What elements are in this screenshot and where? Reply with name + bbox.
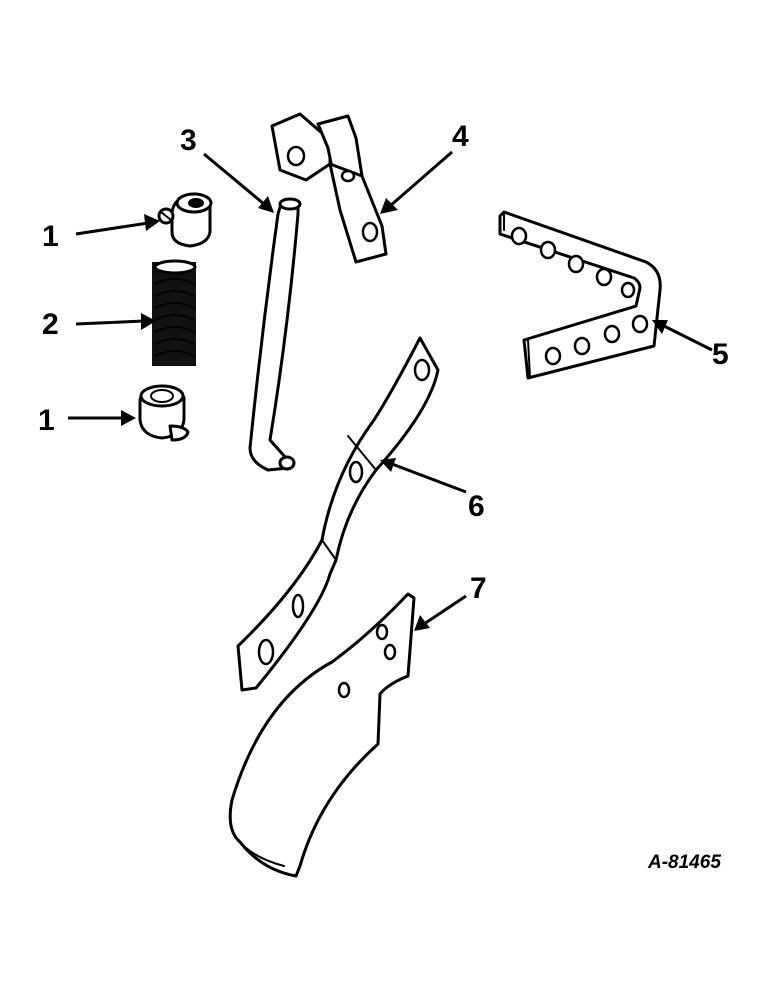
callout-3: 3 xyxy=(180,124,197,157)
callout-2: 2 xyxy=(42,308,59,341)
angle-bar xyxy=(498,210,662,380)
callout-1-upper: 1 xyxy=(42,220,59,253)
callout-1-lower: 1 xyxy=(38,404,55,437)
collar-upper xyxy=(157,192,213,248)
spring-rod xyxy=(248,197,302,472)
callout-6: 6 xyxy=(468,490,485,523)
coil-spring xyxy=(152,259,197,366)
shank xyxy=(236,336,440,692)
leader-lines xyxy=(68,150,713,631)
clamp-bracket xyxy=(270,112,388,264)
sweep-blade xyxy=(228,592,416,878)
callout-4: 4 xyxy=(452,120,469,153)
figure-reference: A-81465 xyxy=(647,852,721,873)
collar-lower xyxy=(138,384,190,442)
callout-5: 5 xyxy=(712,338,729,371)
callout-7: 7 xyxy=(470,572,487,605)
